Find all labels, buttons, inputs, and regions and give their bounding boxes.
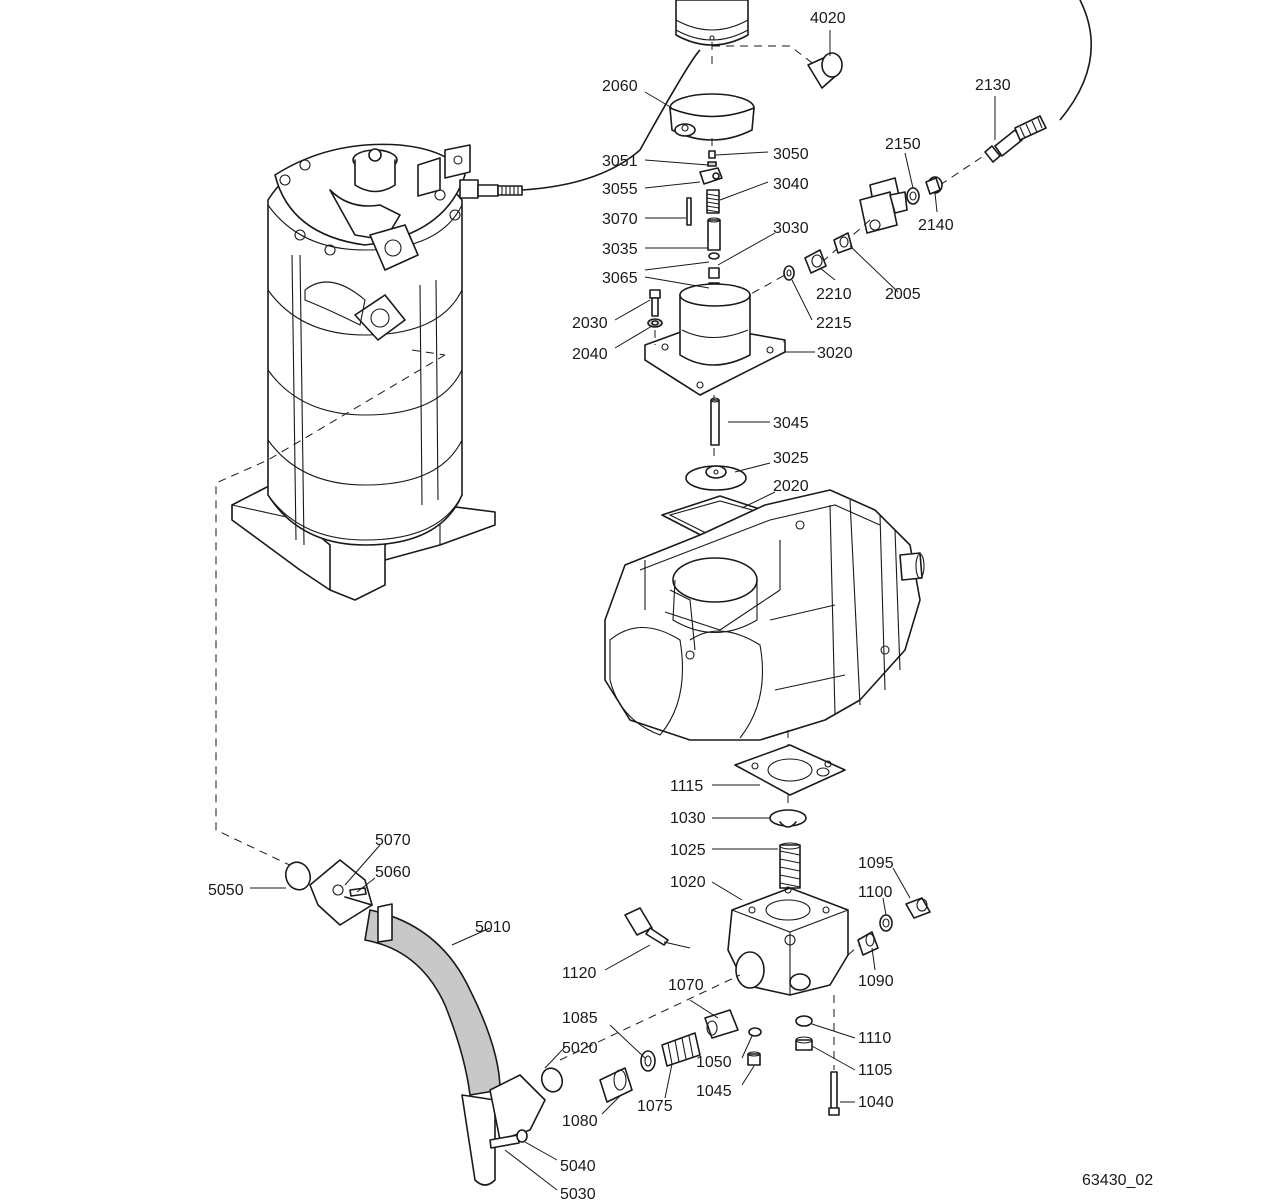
washer-1085 xyxy=(640,1050,656,1072)
plug-1105 xyxy=(795,1036,813,1051)
callout-3055: 3055 xyxy=(602,181,638,198)
bolt-5030 xyxy=(489,1134,520,1149)
callout-1100: 1100 xyxy=(858,884,893,901)
callout-2150: 2150 xyxy=(885,136,921,153)
callout-1095: 1095 xyxy=(858,855,894,872)
callout-1115: 1115 xyxy=(670,778,703,795)
cap-4020 xyxy=(807,52,843,89)
callout-3035: 3035 xyxy=(602,241,638,258)
callout-1090: 1090 xyxy=(858,973,894,990)
callout-1120: 1120 xyxy=(562,965,597,982)
callout-3070: 3070 xyxy=(602,211,638,228)
seal-1110 xyxy=(795,1015,813,1027)
spring-1075 xyxy=(661,1032,701,1067)
callout-5010: 5010 xyxy=(475,919,511,936)
callout-1070: 1070 xyxy=(668,977,704,994)
callout-1105: 1105 xyxy=(858,1062,893,1079)
fitting-1090 xyxy=(857,931,879,956)
valve-plate-3025 xyxy=(685,465,747,491)
callout-2030: 2030 xyxy=(572,315,608,332)
callout-4020: 4020 xyxy=(810,10,846,27)
callout-2215: 2215 xyxy=(816,315,852,332)
callout-5050: 5050 xyxy=(208,882,244,899)
elbow-pipe xyxy=(461,1074,546,1186)
seal-5050 xyxy=(284,861,312,891)
callout-5040: 5040 xyxy=(560,1158,596,1175)
valve-stack xyxy=(686,150,723,293)
washer-2040 xyxy=(647,318,663,328)
valve-1030 xyxy=(769,809,807,828)
callout-2040: 2040 xyxy=(572,346,608,363)
drawing-id: 63430_02 xyxy=(1082,1172,1153,1189)
callout-2130: 2130 xyxy=(975,77,1011,94)
gasket-1115 xyxy=(734,744,846,796)
callout-2060: 2060 xyxy=(602,78,638,95)
spring-1025 xyxy=(779,842,801,889)
callout-3020: 3020 xyxy=(817,345,853,362)
callout-5070: 5070 xyxy=(375,832,411,849)
separator-tank xyxy=(231,143,523,601)
fitting-2005 xyxy=(833,232,853,254)
callout-2210: 2210 xyxy=(816,286,852,303)
plug-1080 xyxy=(599,1067,633,1103)
seal-2150 xyxy=(906,187,920,205)
valve-1070 xyxy=(704,1009,739,1039)
bolt-1040 xyxy=(828,1071,840,1116)
sensor-1120 xyxy=(624,907,691,949)
stem-3045 xyxy=(710,397,720,446)
callout-3040: 3040 xyxy=(773,176,809,193)
callout-3051: 3051 xyxy=(602,153,638,170)
washer-5040 xyxy=(516,1129,528,1143)
plug-1095 xyxy=(905,897,931,919)
fitting-2210 xyxy=(804,249,827,274)
fitting-2140 xyxy=(925,176,943,195)
callout-3050: 3050 xyxy=(773,146,809,163)
callout-1040: 1040 xyxy=(858,1094,894,1111)
callout-1080: 1080 xyxy=(562,1113,598,1130)
callout-1085: 1085 xyxy=(562,1010,598,1027)
flange-5060 xyxy=(309,859,373,926)
seal-2215 xyxy=(783,265,795,281)
callout-1025: 1025 xyxy=(670,842,706,859)
callout-2005: 2005 xyxy=(885,286,921,303)
air-filter-housing xyxy=(675,0,749,46)
callout-5020: 5020 xyxy=(562,1040,598,1057)
compressor-element xyxy=(604,489,925,741)
clamp-2060 xyxy=(669,93,755,141)
callout-1050: 1050 xyxy=(696,1054,732,1071)
callout-1110: 1110 xyxy=(858,1030,891,1047)
leader-lines xyxy=(250,30,996,1191)
bolt-2030 xyxy=(649,289,661,317)
callout-1030: 1030 xyxy=(670,810,706,827)
seal-1100 xyxy=(879,914,893,932)
callout-3030: 3030 xyxy=(773,220,809,237)
plug-1045 xyxy=(747,1051,761,1066)
callout-5030: 5030 xyxy=(560,1186,596,1200)
callout-3025: 3025 xyxy=(773,450,809,467)
callout-1020: 1020 xyxy=(670,874,706,891)
inlet-valve-3020 xyxy=(644,283,786,396)
ring-1050 xyxy=(748,1027,762,1037)
callout-2020: 2020 xyxy=(773,478,809,495)
seal-5020 xyxy=(540,1067,564,1093)
callout-1045: 1045 xyxy=(696,1083,732,1100)
callout-2140: 2140 xyxy=(918,217,954,234)
cable-connector-2130 xyxy=(984,115,1047,163)
solenoid-valve xyxy=(859,177,908,234)
callout-3065: 3065 xyxy=(602,270,638,287)
callout-5060: 5060 xyxy=(375,864,411,881)
callout-3045: 3045 xyxy=(773,415,809,432)
valve-housing-1020 xyxy=(727,886,849,996)
callout-1075: 1075 xyxy=(637,1098,673,1115)
